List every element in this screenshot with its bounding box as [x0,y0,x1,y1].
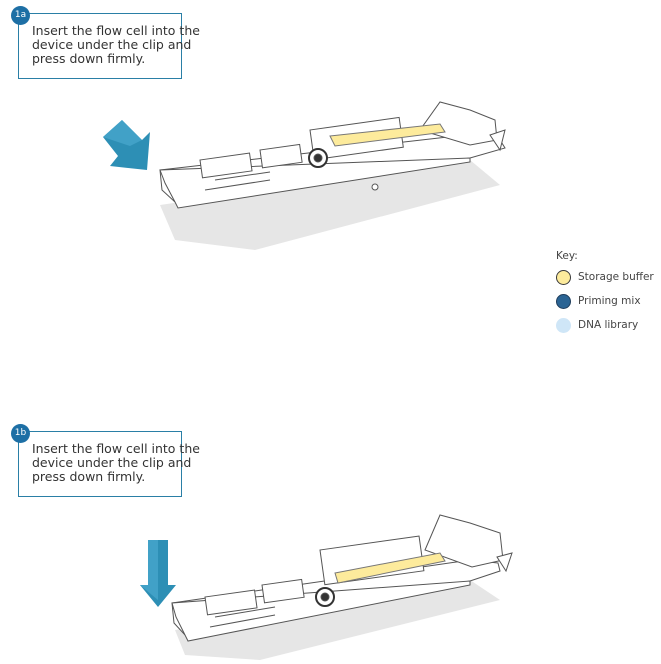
legend-key: Key: Storage buffer Priming mix DNA libr… [556,250,661,340]
step-1a-badge: 1a [11,6,30,25]
legend-item-priming-mix: Priming mix [556,292,661,310]
step-1b-illustration [0,505,661,664]
legend-item-storage-buffer: Storage buffer [556,268,661,286]
legend-item-dna-library: DNA library [556,316,661,334]
legend-label: Storage buffer [578,271,654,283]
legend-label: DNA library [578,319,638,331]
step-1b-instruction: Insert the flow cell into the device und… [32,442,222,484]
step-1b-badge: 1b [11,424,30,443]
diagonal-arrow-icon [103,120,150,170]
down-arrow-icon [140,540,176,607]
dna-library-swatch [556,318,571,333]
legend-label: Priming mix [578,295,641,307]
legend-title: Key: [556,250,661,262]
step-1a-instruction: Insert the flow cell into the device und… [32,24,222,66]
step-1a-illustration [0,90,661,260]
priming-mix-swatch [556,294,571,309]
storage-buffer-swatch [556,270,571,285]
